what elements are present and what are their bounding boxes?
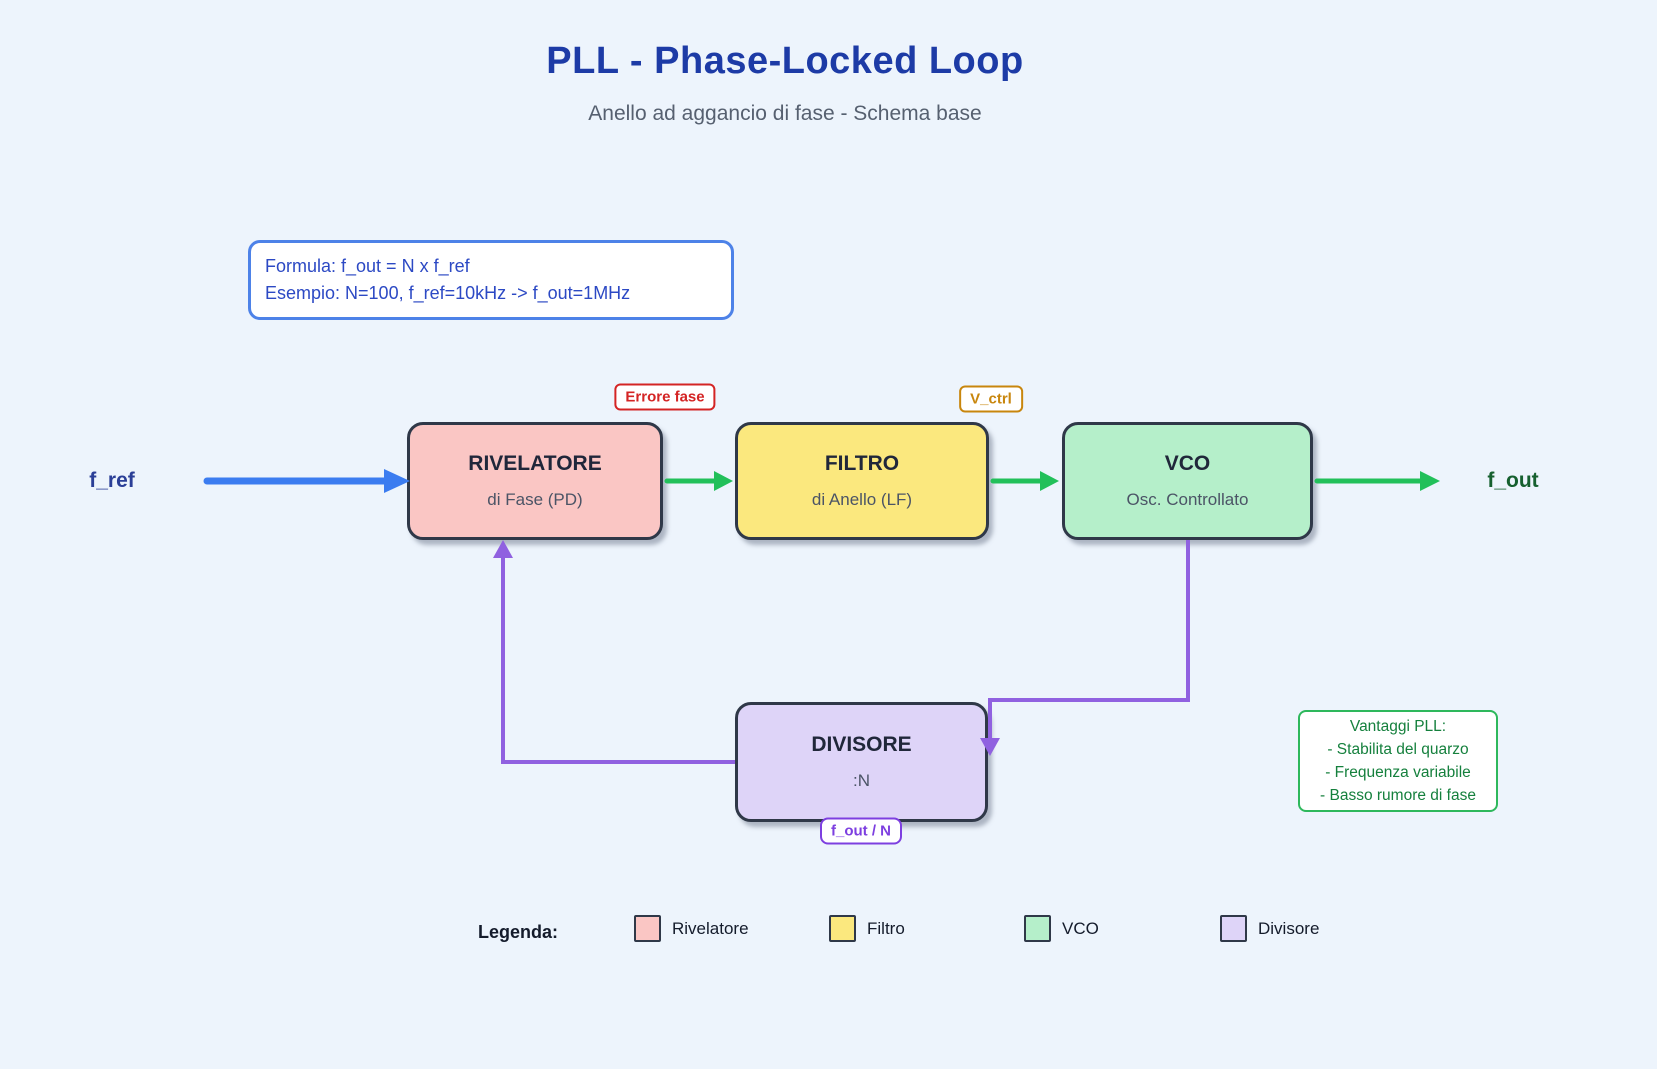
advantages-title: Vantaggi PLL:	[1349, 718, 1447, 735]
block-title: DIVISORE	[811, 733, 912, 756]
advantages-note-box: Vantaggi PLL: - Stabilita del quarzo - F…	[1298, 710, 1498, 812]
legend-label: Rivelatore	[672, 918, 749, 938]
legend-label: VCO	[1062, 918, 1099, 938]
advantage-item: - Basso rumore di fase	[1320, 787, 1476, 804]
legend-item-vco: VCO	[1024, 915, 1099, 942]
legend-item-divisore: Divisore	[1220, 915, 1319, 942]
block-subtitle: di Anello (LF)	[811, 490, 913, 509]
block-subtitle: :N	[853, 771, 870, 790]
legend-swatch-vco	[1024, 915, 1051, 942]
block-subtitle: Osc. Controllato	[1126, 490, 1249, 509]
formula-line: Formula: f_out = N x f_ref	[265, 256, 470, 276]
diagram-title: PLL - Phase-Locked Loop	[546, 40, 1024, 82]
block-vco: VCO Osc. Controllato	[1062, 422, 1313, 540]
block-rivelatore: RIVELATORE di Fase (PD)	[407, 422, 663, 540]
edge-label-errore-fase: Errore fase	[614, 383, 716, 411]
edge-label-vctrl: V_ctrl	[959, 385, 1023, 413]
block-title: RIVELATORE	[468, 452, 602, 475]
legend-title: Legenda:	[478, 922, 559, 942]
divisore-to-rivelatore-feedback-arrow	[493, 540, 735, 764]
legend-swatch-filtro	[829, 915, 856, 942]
legend-swatch-rivelatore	[634, 915, 661, 942]
filtro-to-vco-arrow	[990, 471, 1059, 491]
block-filtro: FILTRO di Anello (LF)	[735, 422, 989, 540]
legend-item-rivelatore: Rivelatore	[634, 915, 749, 942]
diagram-subtitle: Anello ad aggancio di fase - Schema base	[588, 102, 982, 125]
output-signal-label: f_out	[1487, 469, 1539, 492]
block-divisore: DIVISORE :N	[735, 702, 988, 822]
block-title: VCO	[1164, 452, 1211, 475]
rivelatore-to-filtro-arrow	[664, 471, 733, 491]
edge-label-feedback-fout-div-n: f_out / N	[820, 817, 902, 845]
block-subtitle: di Fase (PD)	[487, 490, 583, 509]
formula-note-box: Formula: f_out = N x f_ref Esempio: N=10…	[248, 240, 734, 320]
legend-label: Filtro	[867, 918, 905, 938]
advantage-item: - Stabilita del quarzo	[1327, 741, 1469, 758]
vco-to-divisore-feedback-arrow	[980, 540, 1190, 756]
advantage-item: - Frequenza variabile	[1325, 764, 1471, 781]
input-signal-label: f_ref	[89, 469, 135, 492]
block-title: FILTRO	[824, 452, 900, 475]
fref-input-arrow	[203, 469, 410, 493]
legend-item-filtro: Filtro	[829, 915, 905, 942]
example-line: Esempio: N=100, f_ref=10kHz -> f_out=1MH…	[265, 283, 631, 303]
legend-label: Divisore	[1258, 918, 1320, 938]
vco-to-fout-arrow	[1314, 471, 1440, 491]
legend-swatch-divisore	[1220, 915, 1247, 942]
